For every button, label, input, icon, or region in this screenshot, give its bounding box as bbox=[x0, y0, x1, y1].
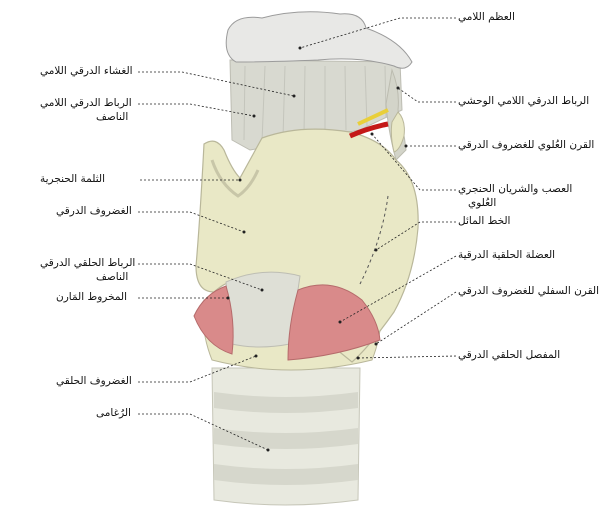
label-conus-elasticus: المخروط المَارن bbox=[56, 291, 128, 303]
label-thyrohyoid-membrane: الغشاء الدرقي اللامي bbox=[40, 65, 133, 77]
cricothyroid-muscle-left bbox=[193, 285, 234, 355]
superior-laryngeal-nerve bbox=[357, 108, 389, 126]
label-median-thyrohyoid-ligament-line2: الناصف bbox=[96, 111, 129, 123]
cricothyroid-muscle-right bbox=[287, 284, 381, 361]
label-median-thyrohyoid-ligament-line1: الرباط الدرقي اللامي bbox=[40, 97, 132, 109]
trachea-shape bbox=[211, 367, 361, 506]
label-cricothyroid-joint: المفصل الحلقي الدرقي bbox=[458, 349, 561, 361]
superior-horn-shape bbox=[390, 111, 405, 153]
label-oblique-line: الخط المائل bbox=[458, 215, 511, 227]
label-cricoid-cartilage: الغضروف الحلقي bbox=[56, 375, 132, 387]
label-hyoid-bone: العظم اللامي bbox=[458, 11, 515, 23]
label-cricothyroid-muscle: العضلة الحلقية الدرقية bbox=[458, 249, 556, 261]
label-inferior-horn: القرن السفلي للغضروف الدرقي bbox=[458, 285, 600, 297]
label-nerve-artery-line2: العُلوي bbox=[468, 197, 497, 209]
label-cricothyroid-ligament-line1: الرباط الحلقي الدرقي bbox=[40, 257, 136, 269]
label-superior-horn: القرن العُلوي للغضروف الدرقي bbox=[458, 139, 595, 151]
label-laryngeal-prominence: الثلمة الحنجرية bbox=[40, 173, 105, 185]
hyoid-bone-shape bbox=[225, 11, 413, 69]
leader-lines bbox=[138, 17, 457, 452]
label-nerve-artery-line1: العصب والشريان الحنجري bbox=[458, 183, 573, 195]
label-cricothyroid-ligament-line2: الناصف bbox=[96, 271, 129, 283]
label-thyroid-cartilage: الغضروف الدرقي bbox=[56, 205, 132, 217]
superior-laryngeal-artery bbox=[348, 121, 389, 139]
label-lateral-thyrohyoid-ligament: الرباط الدرقي اللامي الوحشي bbox=[458, 95, 590, 107]
oblique-line-shape bbox=[359, 195, 389, 285]
label-trachea: الرُغامى bbox=[96, 407, 131, 419]
